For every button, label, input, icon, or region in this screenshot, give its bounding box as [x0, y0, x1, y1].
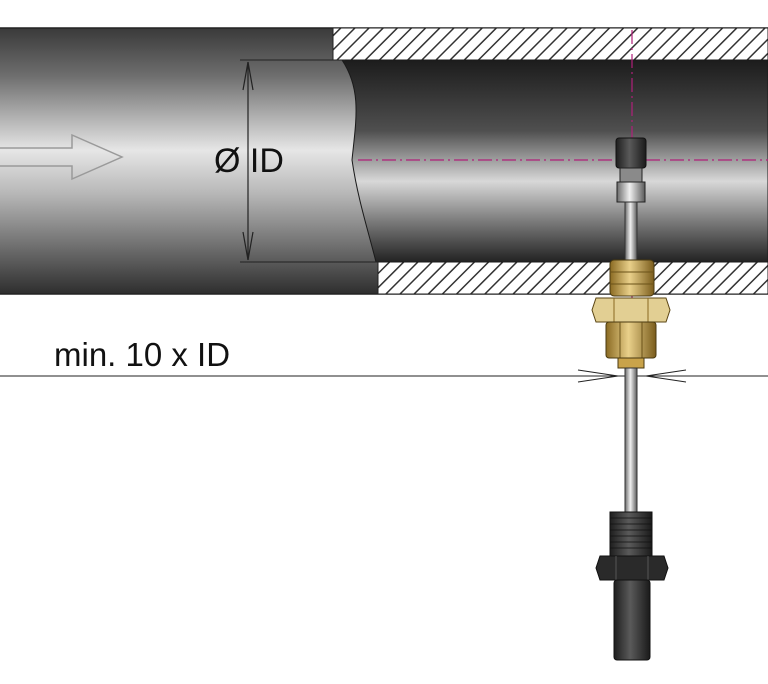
- sensor-tip: [615, 137, 647, 169]
- sensor-tip-shoulder: [616, 181, 646, 203]
- pinch-marker-right: [645, 369, 687, 383]
- sensor-assembly: [591, 137, 671, 661]
- compression-ferrule: [617, 357, 645, 369]
- sensor-rod-lower: [624, 367, 638, 513]
- threaded-connector: [609, 511, 653, 557]
- compression-fitting: [605, 321, 657, 359]
- connector-body: [613, 579, 651, 661]
- connector-threads: [610, 517, 652, 549]
- connector-hex-nut: [595, 555, 669, 581]
- diameter-arrowhead-bottom: [242, 231, 254, 261]
- distance-label: min. 10 x ID: [54, 336, 230, 373]
- pipe-wall-top-section: [332, 27, 768, 61]
- pipe-exterior: [0, 28, 400, 294]
- diameter-dimension: Ø ID: [214, 59, 378, 263]
- diameter-label: Ø ID: [214, 142, 284, 180]
- sensor-rod-upper: [624, 201, 638, 261]
- flow-arrow-icon: [0, 133, 124, 181]
- brass-hex-nut: [591, 297, 671, 323]
- pipe-wall-bottom-section: [377, 261, 768, 295]
- brass-coupling: [609, 259, 655, 297]
- pinch-marker-left: [577, 369, 619, 383]
- pipe-bore: [341, 59, 768, 263]
- diameter-arrowhead-top: [242, 61, 254, 91]
- pipe: [0, 27, 768, 295]
- sensor-tip-collar: [619, 167, 643, 183]
